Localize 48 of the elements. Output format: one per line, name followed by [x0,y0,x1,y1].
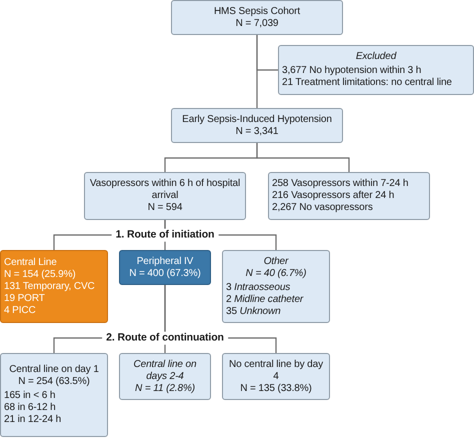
node-text: Vasopressors within 6 h of hospital arrival [88,178,242,202]
node-text: 258 Vasopressors within 7-24 h [272,178,410,190]
node-text: Other [262,256,290,268]
process-box [119,353,211,400]
node-text: 216 Vasopressors after 24 h [272,190,396,202]
node-text: Early Sepsis-Induced Hypotension [181,114,333,126]
node-text: No central line by day 4 [228,358,324,382]
node-text: 68 in 6-12 h [4,402,57,414]
node-text: 2 Midline catheter [226,294,304,306]
process-box [222,353,330,400]
node-text: N = 154 (25.9%) [4,268,77,280]
node-text: 3 Intraosseous [226,282,292,294]
node-text: Central line on days 2-4 [132,358,198,382]
node-text: Peripheral IV [136,256,194,268]
node-text: N = 3,341 [234,126,280,138]
process-box [84,172,246,220]
node-text: N = 7,039 [234,18,280,30]
section-label: 2. Route of continuation [102,332,228,344]
node-text: 3,677 No hypotension within 3 h [282,65,422,77]
node-text: 21 Treatment limitations: no central line [282,77,453,89]
process-box [171,108,343,143]
node-text: N = 400 (67.3%) [128,268,202,280]
node-text: N = 40 (6.7%) [244,268,308,280]
process-box [171,0,343,35]
node-text: N = 594 [146,202,184,214]
process-box [268,172,430,220]
node-text: Central Line [4,256,58,268]
process-box [0,353,108,437]
node-text: Excluded [354,51,398,63]
process-box [278,45,474,95]
connector-line [256,35,258,108]
connector-line [256,143,350,172]
node-text: N = 254 (63.5%) [17,376,91,388]
node-text: N = 11 (2.8%) [134,382,196,394]
node-text: 131 Temporary, CVC [4,280,96,292]
process-box [222,250,330,323]
node-text: Central line on day 1 [8,364,100,376]
node-text: HMS Sepsis Cohort [212,6,302,18]
node-text: 19 PORT [4,292,46,304]
node-text: 21 in 12-24 h [4,414,62,426]
node-text: 165 in < 6 h [4,390,56,402]
node-text: 35 Unknown [226,306,282,318]
highlight-box [0,250,108,323]
highlight-box [119,250,211,285]
node-text: 2,267 No vasopressors [272,202,374,214]
section-label: 1. Route of initiation [112,228,218,242]
node-text: 4 PICC [4,304,37,316]
node-text: N = 135 (33.8%) [239,382,313,394]
